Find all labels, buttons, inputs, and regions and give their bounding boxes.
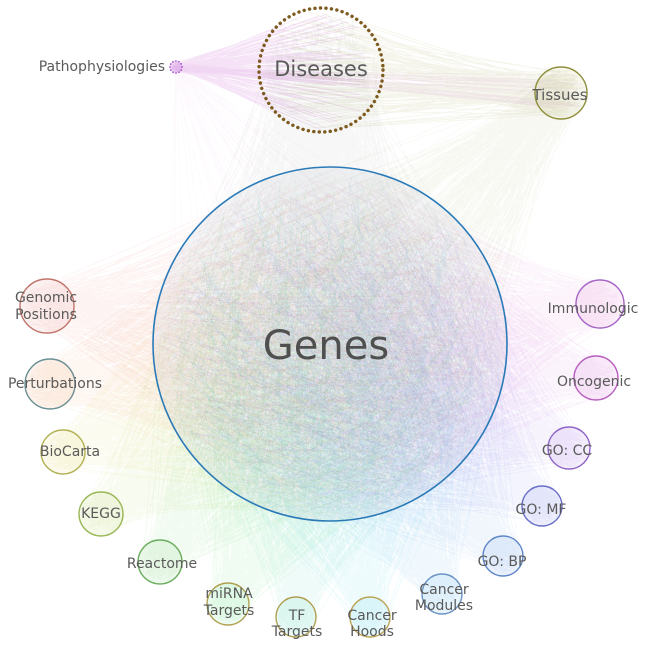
edge-fan-tissues-genes (168, 69, 584, 501)
node-mirna_targets[interactable] (206, 582, 250, 626)
edge-fan-mirna_targets-genes (163, 178, 502, 622)
node-tf_targets[interactable] (275, 596, 317, 638)
label-tissues: Tissues (531, 86, 587, 104)
node-genomic_positions[interactable] (19, 278, 75, 334)
node-go_mf[interactable] (521, 485, 563, 527)
node-biocarta[interactable] (40, 429, 86, 475)
label-diseases: Diseases (274, 57, 368, 81)
edge-fan-go_bp-genes (158, 177, 522, 575)
edge-fan-biocarta-genes (43, 180, 502, 503)
label-go_bp: GO: BP (478, 554, 527, 570)
edge-fan-tissues-diseases (261, 11, 585, 129)
node-tissues[interactable] (534, 66, 588, 120)
edge-fan-reactome-genes (140, 176, 497, 582)
edge-fan-diseases-genes (160, 14, 498, 508)
edge-fan-immunologic-genes (162, 178, 622, 509)
node-oncogenic[interactable] (573, 355, 619, 401)
node-go_cc[interactable] (547, 426, 591, 470)
label-go_cc: GO: CC (542, 443, 593, 459)
node-diseases[interactable] (257, 6, 385, 134)
label-kegg: KEGG (81, 506, 121, 522)
label-go_mf: GO: MF (516, 502, 567, 518)
node-immunologic[interactable] (575, 279, 625, 329)
label-pathophysiologies: Pathophysiologies (39, 59, 165, 75)
edge-fan-genomic_positions-genes (22, 175, 483, 506)
edge-fan-pathophysiologies-genes (167, 63, 497, 495)
node-cancer_hoods[interactable] (349, 596, 391, 638)
edge-fan-kegg-genes (81, 179, 482, 533)
labels-layer: Genes Diseases PathophysiologiesTissuesGen… (8, 57, 638, 640)
edge-fan-pathophysiologies-diseases (171, 13, 371, 131)
edges-layer (22, 11, 622, 636)
edge-fan-perturbations-genes (27, 178, 497, 509)
edge-fan-go_cc-genes (161, 182, 587, 514)
node-kegg[interactable] (78, 491, 124, 537)
node-reactome[interactable] (137, 539, 183, 585)
label-biocarta: BioCarta (40, 444, 100, 460)
nodes-layer (19, 6, 625, 638)
label-genes: Genes (263, 323, 389, 369)
edge-fan-oncogenic-genes (162, 183, 616, 506)
label-immunologic: Immunologic (548, 301, 639, 317)
node-genes[interactable] (152, 166, 508, 522)
node-go_bp[interactable] (482, 535, 524, 577)
edge-fan-pathophysiologies-tissues (172, 62, 585, 110)
label-reactome: Reactome (127, 556, 197, 572)
edge-fan-go_mf-genes (165, 184, 561, 525)
node-perturbations[interactable] (24, 358, 76, 410)
edge-fan-cancer_modules-genes (161, 177, 499, 613)
label-oncogenic: Oncogenic (557, 374, 631, 390)
label-perturbations: Perturbations (8, 376, 102, 392)
node-pathophysiologies[interactable] (169, 60, 183, 74)
node-cancer_modules[interactable] (421, 573, 463, 615)
edge-fan-tf_targets-genes (168, 176, 496, 636)
